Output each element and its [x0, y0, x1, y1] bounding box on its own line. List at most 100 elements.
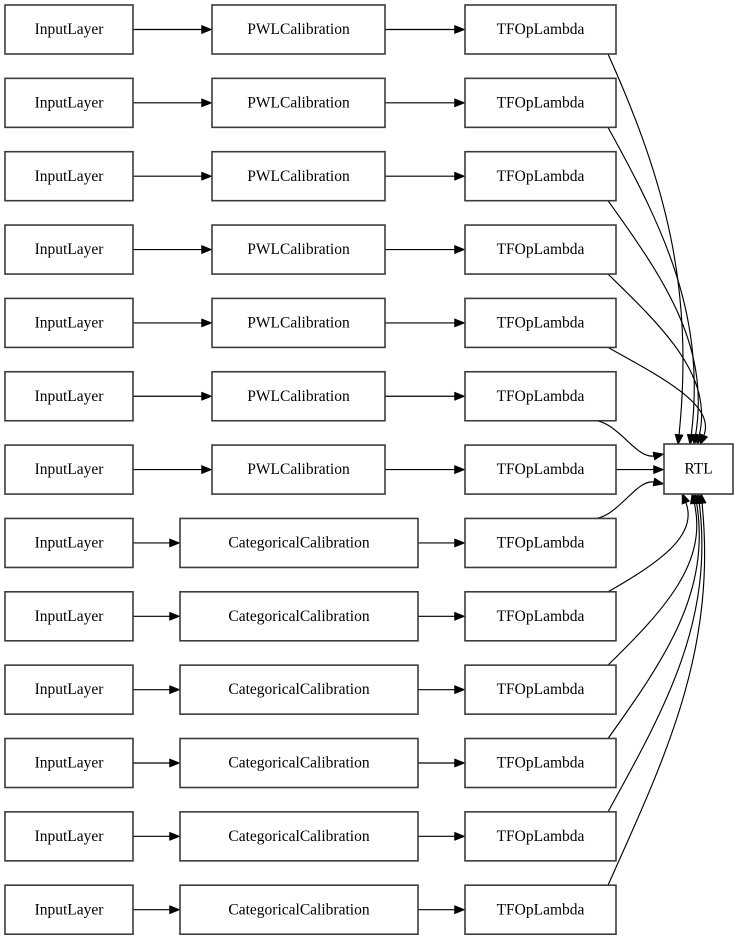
- edge-calibration-to-lambda-4: [385, 318, 466, 328]
- node-lambda-3-box[interactable]: [464, 224, 617, 275]
- node-lambda-2-box[interactable]: [464, 150, 617, 202]
- node-input-layer-5-box[interactable]: [4, 370, 134, 422]
- node-lambda-3[interactable]: TFOpLambda: [464, 224, 617, 275]
- node-input-layer-8[interactable]: InputLayer: [4, 590, 134, 642]
- edge-lambda-to-sink-2: [607, 200, 701, 446]
- node-calibration-9[interactable]: CategoricalCalibration: [179, 664, 419, 715]
- edge-shaft: [607, 200, 699, 436]
- edge-arrowhead: [169, 611, 181, 621]
- node-calibration-5[interactable]: PWLCalibration: [211, 370, 386, 422]
- edge-shaft: [607, 346, 706, 437]
- edge-input-to-calibration-8: [133, 611, 181, 621]
- node-input-layer-6[interactable]: InputLayer: [4, 444, 134, 495]
- node-lambda-0[interactable]: TFOpLambda: [464, 4, 617, 55]
- node-lambda-6-box[interactable]: [464, 444, 617, 495]
- edge-lambda-to-sink-9: [607, 492, 699, 666]
- node-input-layer-11-box[interactable]: [4, 811, 134, 862]
- node-input-layer-9[interactable]: InputLayer: [4, 664, 134, 715]
- edge-arrowhead: [454, 391, 466, 401]
- node-calibration-3[interactable]: PWLCalibration: [211, 224, 386, 275]
- node-input-layer-7-box[interactable]: [4, 517, 134, 569]
- node-lambda-10[interactable]: TFOpLambda: [464, 737, 617, 789]
- node-lambda-11[interactable]: TFOpLambda: [464, 811, 617, 862]
- edge-lambda-to-sink-3: [607, 273, 704, 446]
- node-calibration-9-box[interactable]: [179, 664, 419, 715]
- node-calibration-10[interactable]: CategoricalCalibration: [179, 737, 419, 789]
- node-input-layer-3-box[interactable]: [4, 224, 134, 275]
- edge-arrowhead: [201, 318, 213, 328]
- node-calibration-12-box[interactable]: [179, 884, 419, 936]
- edge-calibration-to-lambda-2: [385, 171, 466, 181]
- node-input-layer-0-box[interactable]: [4, 4, 134, 55]
- node-lambda-9-box[interactable]: [464, 664, 617, 715]
- edge-arrowhead: [697, 492, 707, 505]
- node-input-layer-10[interactable]: InputLayer: [4, 737, 134, 789]
- node-input-layer-7[interactable]: InputLayer: [4, 517, 134, 569]
- edge-arrowhead: [201, 244, 213, 255]
- node-calibration-7-box[interactable]: [179, 517, 419, 569]
- node-calibration-2[interactable]: PWLCalibration: [211, 150, 386, 202]
- edge-arrowhead: [674, 433, 684, 446]
- node-calibration-6-box[interactable]: [211, 444, 386, 495]
- node-input-layer-5[interactable]: InputLayer: [4, 370, 134, 422]
- node-lambda-7-box[interactable]: [464, 517, 617, 569]
- node-lambda-1-box[interactable]: [464, 77, 617, 129]
- node-lambda-4-box[interactable]: [464, 297, 617, 349]
- node-input-layer-4-box[interactable]: [4, 297, 134, 349]
- node-input-layer-1-box[interactable]: [4, 77, 134, 129]
- node-input-layer-6-box[interactable]: [4, 444, 134, 495]
- node-calibration-2-box[interactable]: [211, 150, 386, 202]
- edge-arrowhead: [454, 758, 466, 768]
- edge-arrowhead: [169, 758, 181, 768]
- edge-arrowhead: [454, 98, 466, 108]
- node-input-layer-2-box[interactable]: [4, 150, 134, 202]
- node-lambda-9[interactable]: TFOpLambda: [464, 664, 617, 715]
- node-input-layer-8-box[interactable]: [4, 590, 134, 642]
- node-input-layer-12[interactable]: InputLayer: [4, 884, 134, 936]
- node-input-layer-0[interactable]: InputLayer: [4, 4, 134, 55]
- edge-arrowhead: [169, 905, 181, 915]
- node-calibration-8-box[interactable]: [179, 590, 419, 642]
- node-calibration-5-box[interactable]: [211, 370, 386, 422]
- node-calibration-11-box[interactable]: [179, 811, 419, 862]
- node-calibration-11[interactable]: CategoricalCalibration: [179, 811, 419, 862]
- edge-calibration-to-lambda-6: [385, 465, 466, 475]
- node-input-layer-10-box[interactable]: [4, 737, 134, 789]
- node-lambda-10-box[interactable]: [464, 737, 617, 789]
- node-lambda-4[interactable]: TFOpLambda: [464, 297, 617, 349]
- node-input-layer-12-box[interactable]: [4, 884, 134, 936]
- node-calibration-0-box[interactable]: [211, 4, 386, 55]
- node-lambda-7[interactable]: TFOpLambda: [464, 517, 617, 569]
- node-input-layer-11[interactable]: InputLayer: [4, 811, 134, 862]
- node-calibration-6[interactable]: PWLCalibration: [211, 444, 386, 495]
- node-calibration-0[interactable]: PWLCalibration: [211, 4, 386, 55]
- node-calibration-12[interactable]: CategoricalCalibration: [179, 884, 419, 936]
- node-input-layer-9-box[interactable]: [4, 664, 134, 715]
- node-rtl-sink-box[interactable]: [663, 443, 734, 495]
- node-calibration-4[interactable]: PWLCalibration: [211, 297, 386, 349]
- node-lambda-11-box[interactable]: [464, 811, 617, 862]
- node-calibration-3-box[interactable]: [211, 224, 386, 275]
- node-input-layer-2[interactable]: InputLayer: [4, 150, 134, 202]
- node-lambda-6[interactable]: TFOpLambda: [464, 444, 617, 495]
- node-input-layer-3[interactable]: InputLayer: [4, 224, 134, 275]
- node-calibration-1-box[interactable]: [211, 77, 386, 129]
- node-lambda-8-box[interactable]: [464, 590, 617, 642]
- node-calibration-1[interactable]: PWLCalibration: [211, 77, 386, 129]
- node-calibration-8[interactable]: CategoricalCalibration: [179, 590, 419, 642]
- node-calibration-10-box[interactable]: [179, 737, 419, 789]
- node-lambda-8[interactable]: TFOpLambda: [464, 590, 617, 642]
- edge-calibration-to-lambda-7: [418, 538, 466, 548]
- node-lambda-5[interactable]: TFOpLambda: [464, 370, 617, 422]
- node-lambda-2[interactable]: TFOpLambda: [464, 150, 617, 202]
- node-lambda-1[interactable]: TFOpLambda: [464, 77, 617, 129]
- node-lambda-12-box[interactable]: [464, 884, 617, 936]
- node-lambda-0-box[interactable]: [464, 4, 617, 55]
- node-rtl-sink[interactable]: RTL: [663, 443, 734, 495]
- node-calibration-4-box[interactable]: [211, 297, 386, 349]
- node-lambda-5-box[interactable]: [464, 370, 617, 422]
- node-calibration-7[interactable]: CategoricalCalibration: [179, 517, 419, 569]
- node-lambda-12[interactable]: TFOpLambda: [464, 884, 617, 936]
- node-input-layer-4[interactable]: InputLayer: [4, 297, 134, 349]
- node-input-layer-1[interactable]: InputLayer: [4, 77, 134, 129]
